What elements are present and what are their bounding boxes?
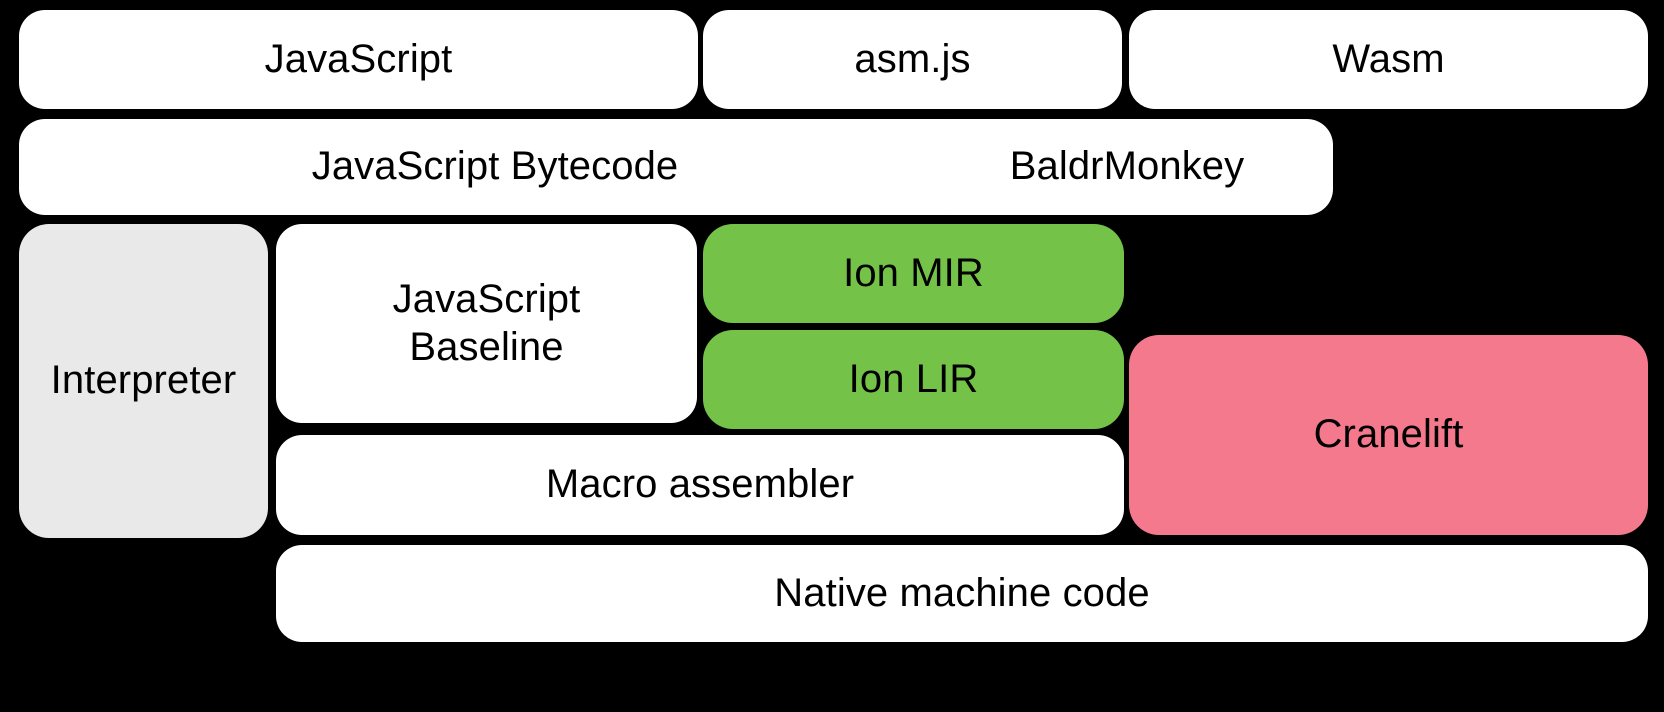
node-ion-lir: Ion LIR xyxy=(703,330,1124,429)
node-javascript-bytecode: JavaScript Bytecode xyxy=(19,119,971,215)
node-wasm: Wasm xyxy=(1129,10,1648,109)
node-native-machine-code: Native machine code xyxy=(276,545,1648,642)
node-cranelift: Cranelift xyxy=(1129,335,1648,535)
node-interpreter: Interpreter xyxy=(19,224,268,538)
node-macro-assembler: Macro assembler xyxy=(276,435,1124,535)
node-asmjs: asm.js xyxy=(703,10,1122,109)
node-javascript-baseline: JavaScript Baseline xyxy=(276,224,697,423)
node-ion-mir: Ion MIR xyxy=(703,224,1124,323)
node-baldrmonkey: BaldrMonkey xyxy=(921,119,1333,215)
node-javascript: JavaScript xyxy=(19,10,698,109)
